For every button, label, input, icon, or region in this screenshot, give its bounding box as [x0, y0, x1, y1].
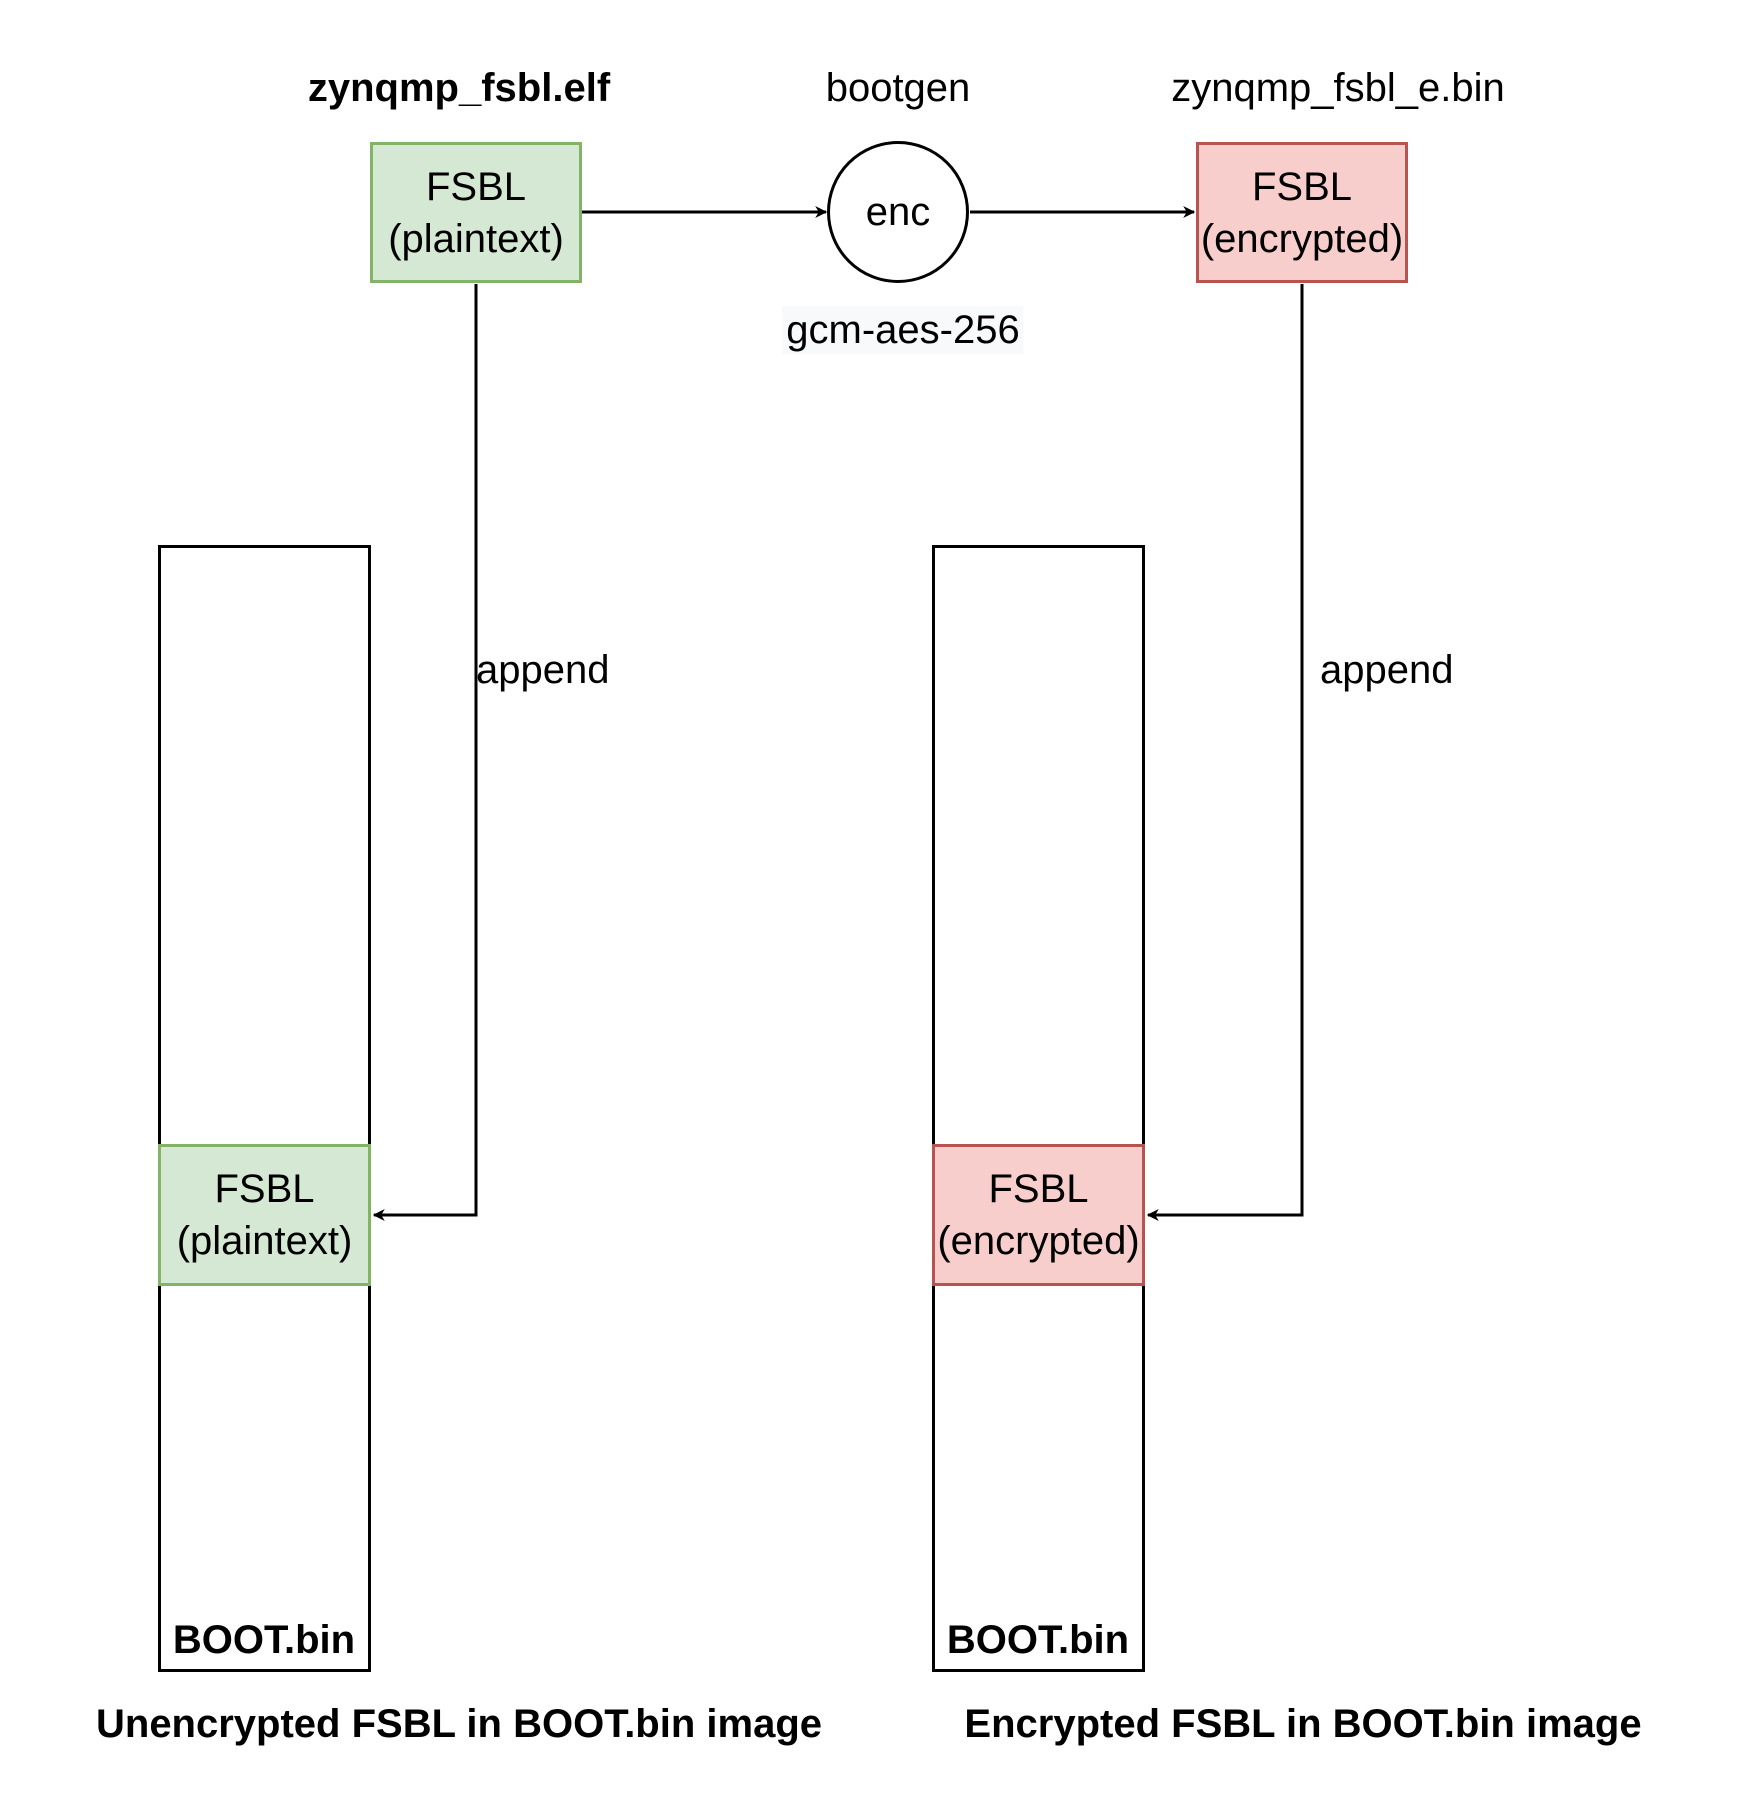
boot-bin-unencrypted	[158, 545, 371, 1672]
fsbl-plaintext-source-line1: FSBL	[425, 164, 527, 209]
fsbl-plaintext-source-line2: (plaintext)	[388, 216, 564, 261]
fsbl-plaintext-source[interactable]: FSBL (plaintext)	[370, 142, 582, 283]
cipher-label: gcm-aes-256	[782, 306, 1024, 354]
enc-node[interactable]: enc	[827, 141, 969, 283]
fsbl-plaintext-in-boot-line2: (plaintext)	[176, 1219, 353, 1263]
append-label-left: append	[476, 648, 610, 692]
boot-bin-label-right: BOOT.bin	[946, 1618, 1130, 1662]
tool-label: bootgen	[825, 66, 971, 110]
fsbl-plaintext-in-boot-line1: FSBL	[214, 1167, 315, 1211]
boot-bin-encrypted	[932, 545, 1145, 1672]
enc-node-label: enc	[865, 189, 931, 234]
cipher-label-text: gcm-aes-256	[782, 306, 1024, 354]
append-label-right: append	[1320, 648, 1454, 692]
arrow-append-right	[1146, 284, 1304, 1221]
fsbl-plaintext-in-boot[interactable]: FSBL (plaintext)	[158, 1144, 371, 1286]
caption-encrypted: Encrypted FSBL in BOOT.bin image	[964, 1702, 1642, 1746]
fsbl-encrypted-in-boot[interactable]: FSBL (encrypted)	[932, 1144, 1145, 1286]
plain-file-label: zynqmp_fsbl.elf	[307, 66, 611, 110]
fsbl-encrypted-in-boot-line2: (encrypted)	[937, 1219, 1140, 1263]
fsbl-encrypted-output[interactable]: FSBL (encrypted)	[1196, 142, 1408, 283]
fsbl-encrypted-output-line1: FSBL	[1251, 164, 1353, 209]
caption-unencrypted: Unencrypted FSBL in BOOT.bin image	[95, 1702, 823, 1746]
boot-bin-label-left: BOOT.bin	[172, 1618, 356, 1662]
fsbl-encrypted-output-line2: (encrypted)	[1200, 216, 1404, 261]
fsbl-encrypted-in-boot-line1: FSBL	[988, 1167, 1089, 1211]
encrypted-file-label: zynqmp_fsbl_e.bin	[1171, 66, 1505, 110]
arrow-append-left	[372, 284, 478, 1221]
